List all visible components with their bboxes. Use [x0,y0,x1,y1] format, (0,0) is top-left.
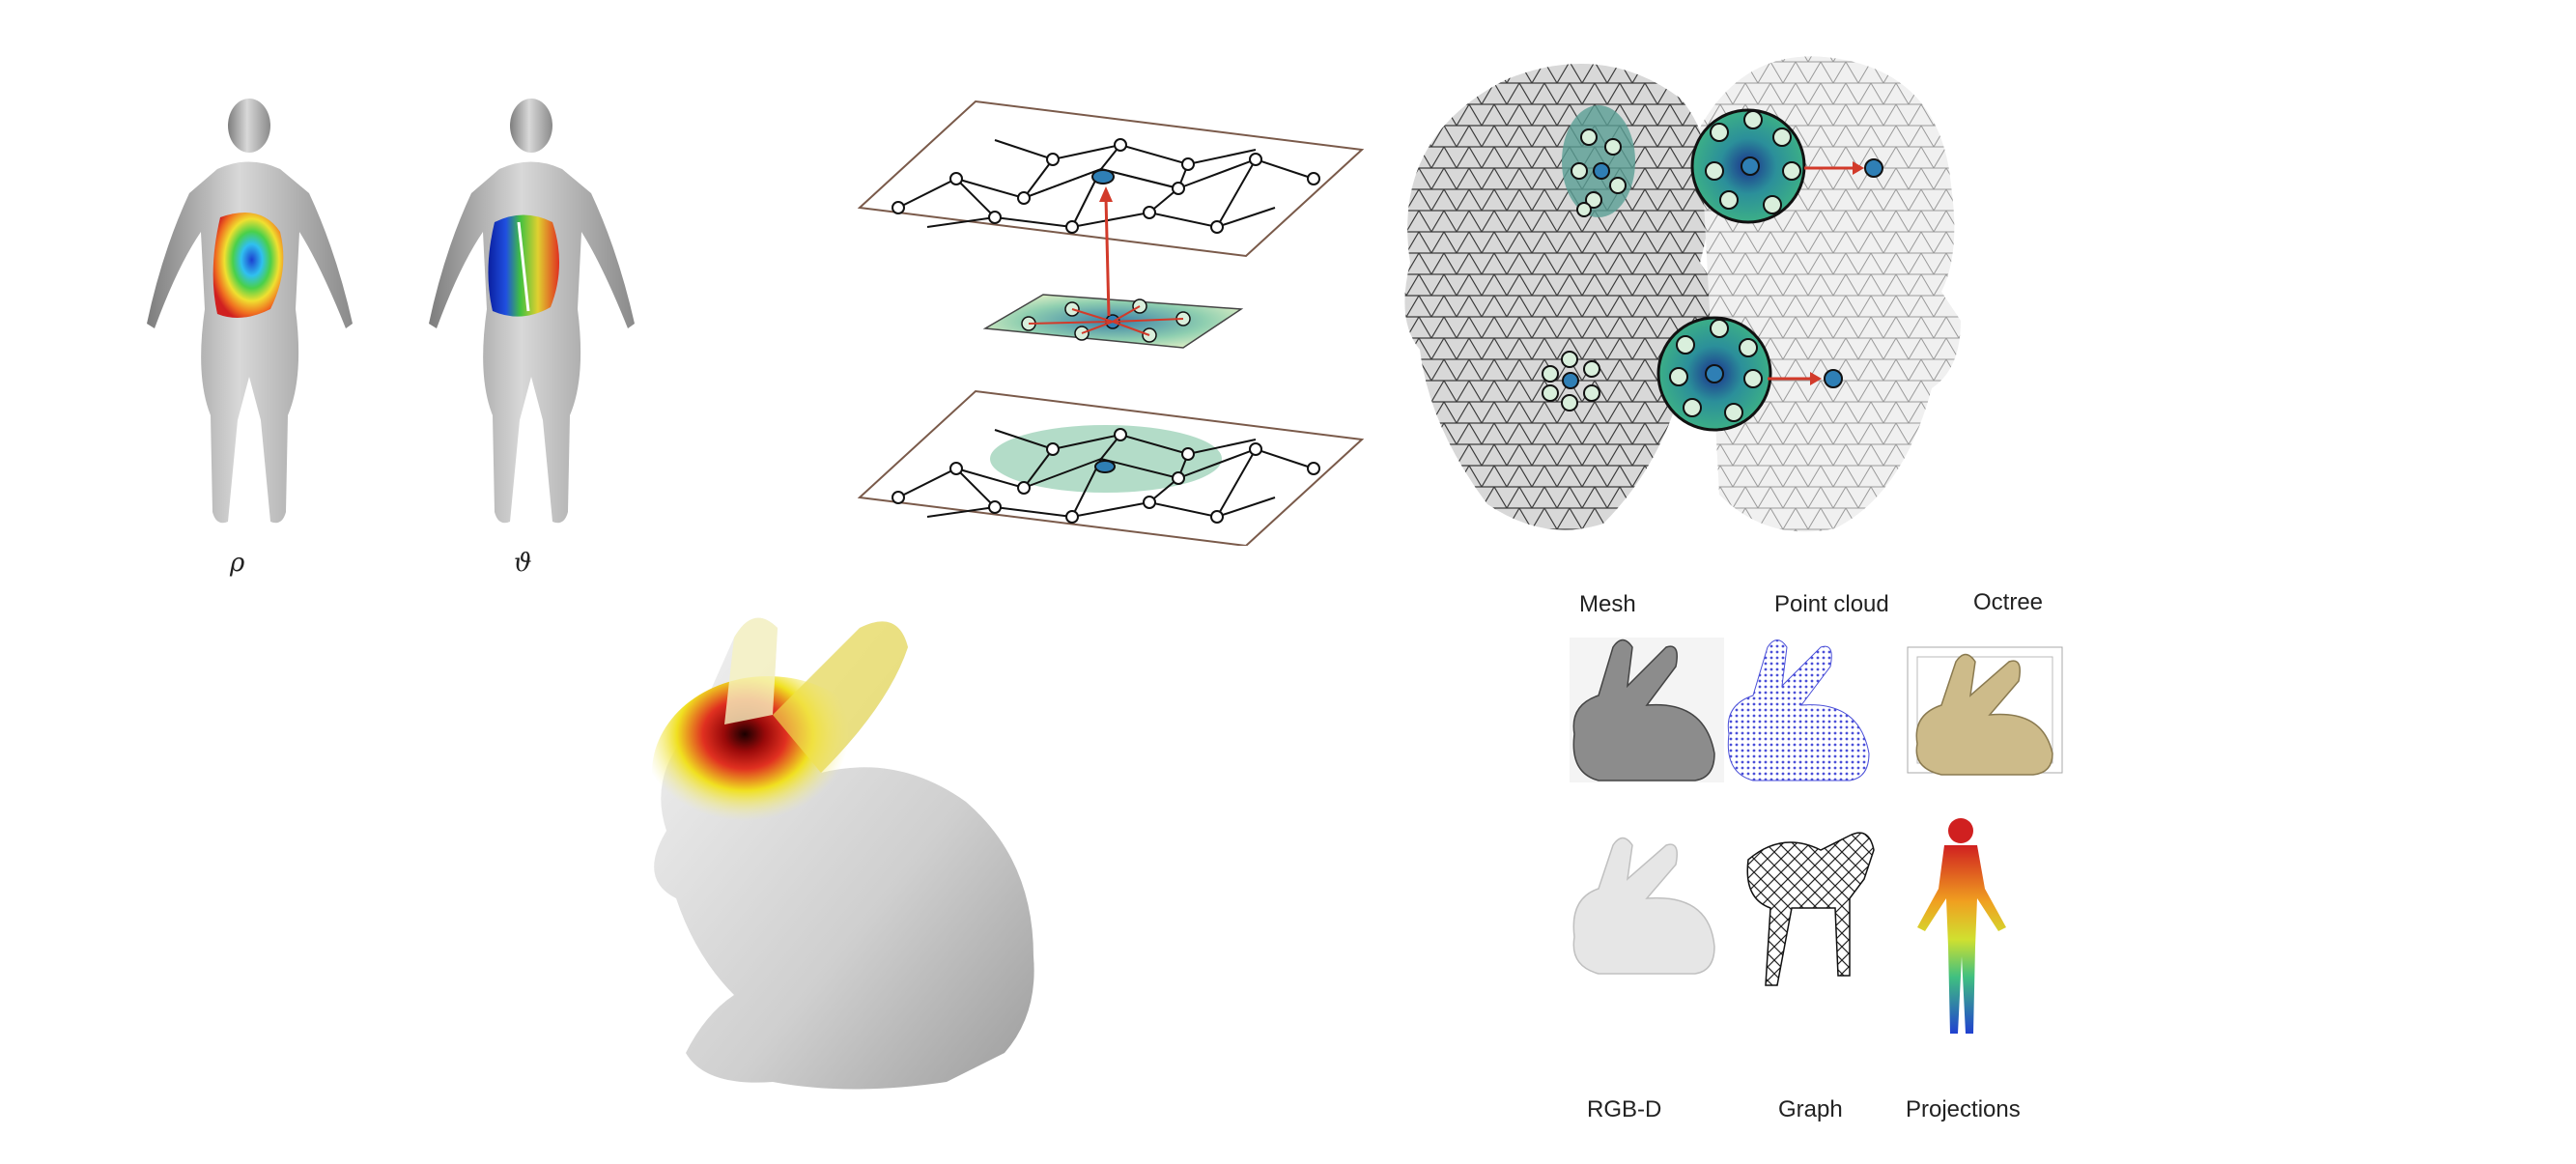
label-rgbd: RGB-D [1587,1096,1662,1122]
label-point-cloud: Point cloud [1774,591,1889,617]
mesh-heads-illustration [1404,56,1961,532]
body-figure-right [429,99,635,524]
body-figures-panel: ρ ϑ [116,87,753,589]
center-node-top [1091,169,1115,185]
caption-rho: ρ [230,549,245,578]
center-node-bottom [1094,460,1116,473]
body-figures-illustration [147,99,635,524]
body-figure-left [147,99,353,524]
bunny-heatmap-illustration [652,617,1034,1090]
label-octree: Octree [1973,589,2044,615]
caption-theta: ϑ [514,549,532,578]
representations-panel: Mesh Point cloud Octree [1531,570,2120,1130]
label-mesh: Mesh [1579,591,1636,617]
graph-layers-panel [850,92,1372,546]
representation-thumbnails [1570,638,2063,1034]
graph-layers-illustration [857,99,1365,546]
mesh-heads-panel [1381,41,1990,553]
up-arrow [1104,197,1111,317]
label-graph: Graph [1778,1096,1843,1122]
bunny-heatmap-panel [609,609,1053,1111]
label-projections: Projections [1906,1096,2021,1122]
